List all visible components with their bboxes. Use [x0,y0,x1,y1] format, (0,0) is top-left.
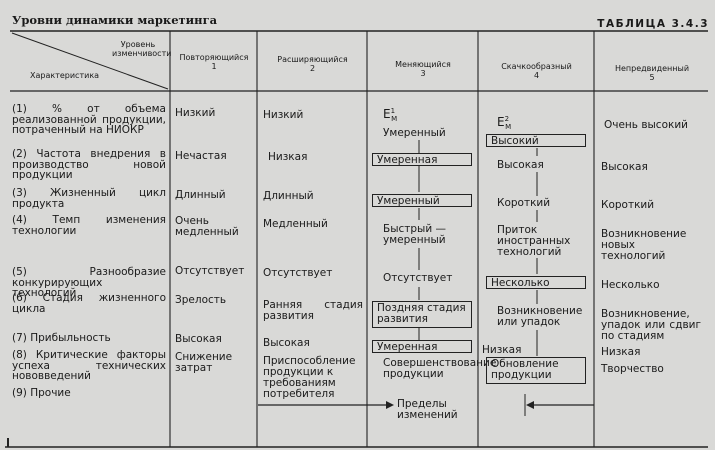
col2-cell: Низкая [268,151,308,163]
col4-cell: Короткий [497,197,551,209]
col2-cell: Медленный [263,218,328,230]
col3-cell: Быстрый — умеренный [383,223,446,246]
col5-cell: Короткий [601,199,655,211]
corner-level-label: Уровень изменчивости [112,40,172,58]
page-title: Уровни динамики маркетинга [12,13,218,27]
col3-boxed-cell: Поздняя стадия развития [372,301,472,328]
col1-cell: Низкий [175,107,216,119]
col1-cell: Высокая [175,333,222,345]
limits-of-change-label: Пределы изменений [397,398,458,421]
col4-env-symbol: E2M [497,115,512,132]
table-number: ТАБЛИЦА 3.4.3 [597,18,709,30]
col1-cell: Длинный [175,189,226,201]
row-label-3: (3) Жизненный цикл продукта [12,187,166,210]
col5-cell: Творчество [601,363,664,375]
col4-cell: Возникновение или упадок [497,305,583,328]
row-label-4: (4) Темп изменения технологии [12,214,166,237]
col1-cell: Нечастая [175,150,227,162]
row-label-7: (7) Прибыльность [12,332,111,344]
col4-cell: Низкая [482,344,522,356]
col4-cell: Высокая [497,159,544,171]
col3-boxed-cell: Умеренная [372,153,472,166]
col1-cell: Зрелость [175,294,227,306]
col3-boxed-cell: Умеренный [372,194,472,207]
row-label-5: (5) Разнообразие конкурирующих технологи… [12,266,166,299]
col2-cell: Приспособление продукции к требованиям п… [263,355,356,400]
col2-cell: Высокая [263,337,310,349]
col3-cell: Совершенствование продукции [383,357,497,380]
col4-boxed-cell: Высокий [486,134,586,147]
col2-cell: Низкий [263,109,304,121]
row-label-1: (1) % от объема реализованной продукции,… [12,103,166,136]
row-label-2: (2) Частота внедрения в производство нов… [12,148,166,181]
col5-cell: Возникновение новых технологий [601,228,687,262]
col5-cell: Очень высокий [604,119,688,131]
row-label-6: (6) Стадия жизненного цикла [12,292,166,315]
row-label-9: (9) Прочие [12,387,71,399]
col4-cell: Приток иностранных технологий [497,224,571,258]
col3-env-symbol: E1M [383,107,398,124]
col5-cell: Несколько [601,279,660,291]
col2-cell: Отсутствует [263,267,333,279]
corner-characteristic-label: Характеристика [30,71,100,80]
col3-boxed-cell: Умеренная [372,340,472,353]
col2-cell: Длинный [263,190,314,202]
col1-cell: Отсутствует [175,265,245,277]
col4-boxed-cell: Несколько [486,276,586,289]
col1-cell: Очень медленный [175,215,239,238]
col3-cell: Отсутствует [383,272,453,284]
col4-boxed-cell: Обновление продукции [486,357,586,384]
col5-cell: Низкая [601,346,641,358]
col1-cell: Снижение затрат [175,351,233,374]
col5-cell: Возникновение, упадок или сдвиг по стади… [601,308,701,342]
col2-cell: Ранняя стадия развития [263,299,363,322]
row-label-8: (8) Критические факторы успеха техническ… [12,349,166,382]
col5-cell: Высокая [601,161,648,173]
col3-cell: Умеренный [383,127,446,139]
